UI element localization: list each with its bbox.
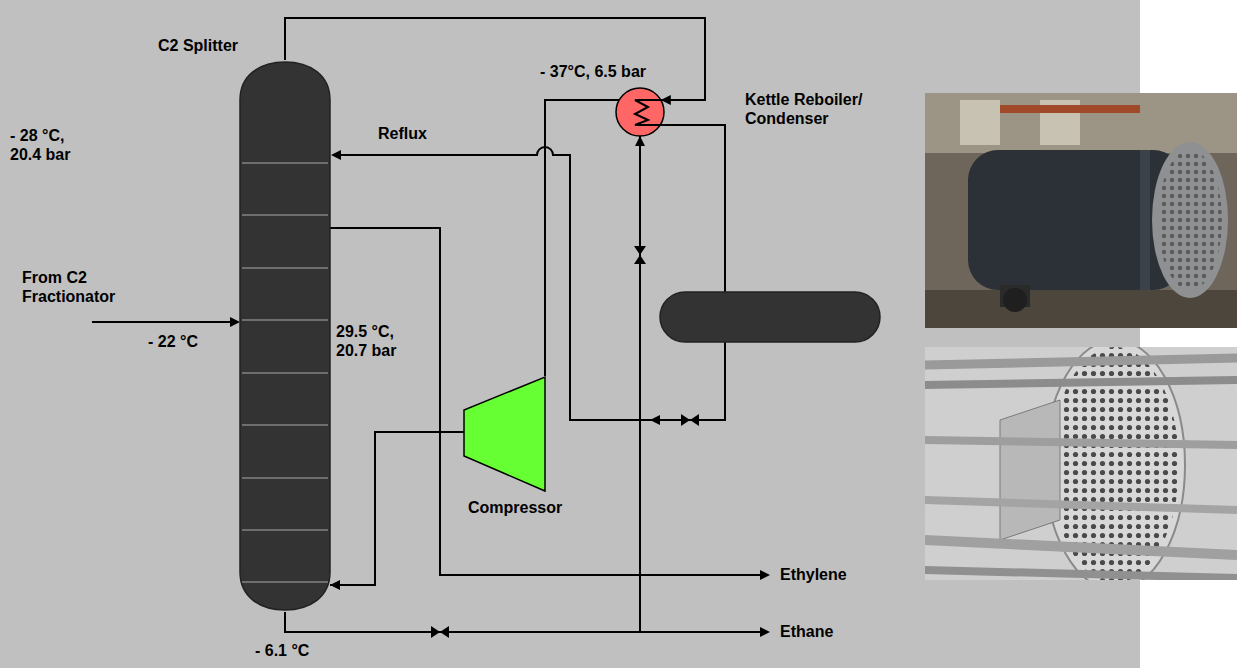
stream-label: - 28 °C, 20.4 bar bbox=[10, 126, 90, 164]
stream-label: - 22 °C bbox=[148, 332, 198, 351]
arrow-head bbox=[760, 570, 770, 580]
arrow-head bbox=[650, 415, 660, 425]
exchanger-wheel bbox=[1003, 288, 1027, 312]
stream-label: Ethylene bbox=[780, 565, 847, 584]
column-tray bbox=[242, 372, 328, 374]
baffle-plate bbox=[1000, 400, 1060, 540]
process-stream bbox=[545, 100, 619, 376]
column-tray bbox=[242, 267, 328, 269]
stream-label: Reflux bbox=[378, 124, 427, 143]
column-tray bbox=[242, 162, 328, 164]
tube bbox=[925, 500, 1237, 510]
exchanger-photo bbox=[925, 93, 1237, 328]
stream-label: - 6.1 °C bbox=[255, 641, 309, 660]
tube-sheet-holes bbox=[1158, 150, 1222, 290]
column-shell bbox=[240, 62, 330, 610]
column-tray bbox=[242, 319, 328, 321]
exchanger-coil bbox=[635, 100, 662, 125]
stream-label: 29.5 °C, 20.7 bar bbox=[336, 322, 421, 360]
stream-line bbox=[330, 432, 464, 585]
exchanger-symbol bbox=[616, 88, 664, 136]
node-outline bbox=[462, 376, 548, 492]
valve-symbol bbox=[690, 414, 699, 426]
valve-symbol bbox=[681, 414, 690, 426]
distillation-column: C2 Splitter bbox=[240, 60, 330, 612]
column-tray bbox=[242, 477, 328, 479]
process-stream bbox=[285, 136, 645, 632]
condensate-line bbox=[661, 125, 725, 292]
equipment-label: Kettle Reboiler/ Condenser bbox=[745, 90, 885, 128]
reflux-drum bbox=[660, 292, 880, 342]
node-outline bbox=[240, 60, 330, 612]
node-outline bbox=[615, 87, 665, 137]
photo-pipe bbox=[1000, 105, 1140, 113]
stream-line bbox=[545, 100, 619, 376]
photo-backdrop bbox=[925, 93, 1237, 328]
tube bbox=[925, 380, 1237, 385]
tube bbox=[925, 540, 1237, 555]
stream-label: - 37°C, 6.5 bar bbox=[540, 62, 646, 81]
ethane-line bbox=[640, 631, 762, 633]
kettle-reboiler: Kettle Reboiler/ Condenser bbox=[615, 87, 665, 137]
feed-line bbox=[92, 321, 232, 323]
arrow-head bbox=[760, 627, 770, 637]
column-tray bbox=[242, 581, 328, 583]
stream-label: Ethane bbox=[780, 622, 833, 641]
tube-sheet bbox=[1152, 142, 1228, 298]
tube bbox=[925, 570, 1237, 578]
equipment-label: C2 Splitter bbox=[158, 36, 238, 55]
compressor-symbol bbox=[464, 377, 545, 491]
exchanger-flange bbox=[1140, 150, 1150, 290]
stream-line bbox=[285, 136, 640, 632]
stream-label: From C2 Fractionator bbox=[22, 268, 132, 306]
column-tray bbox=[242, 529, 328, 531]
arrow-head bbox=[230, 317, 240, 327]
arrow-head bbox=[331, 150, 341, 160]
equipment-label: Compressor bbox=[468, 498, 562, 517]
arrow-head bbox=[635, 136, 645, 146]
tube bbox=[925, 358, 1237, 365]
column-tray bbox=[242, 214, 328, 216]
reflux-line bbox=[340, 147, 725, 420]
arrow-head bbox=[330, 580, 340, 590]
tube bbox=[925, 440, 1237, 445]
process-stream bbox=[330, 432, 464, 590]
tube-bundle-photo bbox=[925, 347, 1237, 580]
compressor: Compressor bbox=[462, 376, 548, 492]
photo-window bbox=[960, 100, 1000, 145]
column-tray bbox=[242, 424, 328, 426]
exchanger-shell bbox=[968, 150, 1183, 290]
